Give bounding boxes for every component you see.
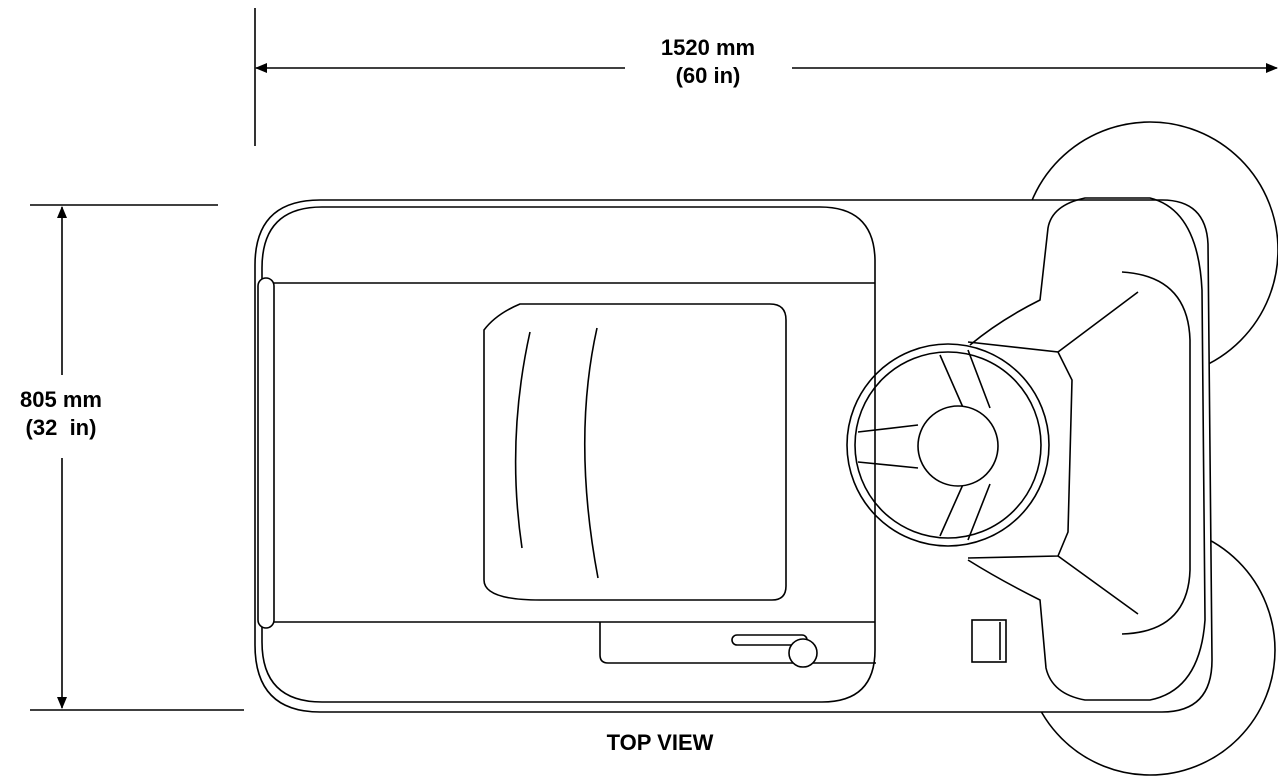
- access-panel: [483, 303, 787, 601]
- steering-spoke-top: [939, 349, 991, 413]
- steering-wheel-inner: [854, 351, 1042, 539]
- width-dimension-label: 1520 mm (60 in): [628, 34, 788, 90]
- lever-knob-icon: [788, 638, 818, 668]
- steering-spoke-left: [857, 424, 919, 469]
- steering-spoke-bottom: [939, 479, 991, 541]
- height-dimension: [30, 204, 244, 711]
- seat-contour-lines: [1057, 291, 1139, 615]
- width-metric: 1520 mm: [660, 35, 756, 60]
- seat-outline: [967, 197, 1206, 701]
- seat-back: [1121, 271, 1191, 635]
- steering-wheel-outer: [846, 343, 1050, 547]
- machine-body: [254, 197, 1213, 713]
- height-imperial: (32 in): [25, 415, 97, 440]
- front-bumper: [257, 277, 275, 629]
- height-metric: 805 mm: [20, 387, 102, 412]
- seat-cushion: [967, 341, 1073, 559]
- view-title: TOP VIEW: [606, 730, 714, 755]
- pedal: [971, 619, 1007, 663]
- width-dimension: [254, 8, 1278, 146]
- panel-contour-right: [583, 327, 599, 579]
- width-imperial: (60 in): [675, 63, 741, 88]
- hopper-cover: [261, 206, 876, 703]
- panel-contour-left: [514, 331, 531, 549]
- chassis-outline: [254, 199, 1213, 713]
- lever-housing: [599, 622, 876, 664]
- steering-hub: [917, 405, 999, 487]
- height-dimension-label: 805 mm (32 in): [0, 386, 122, 442]
